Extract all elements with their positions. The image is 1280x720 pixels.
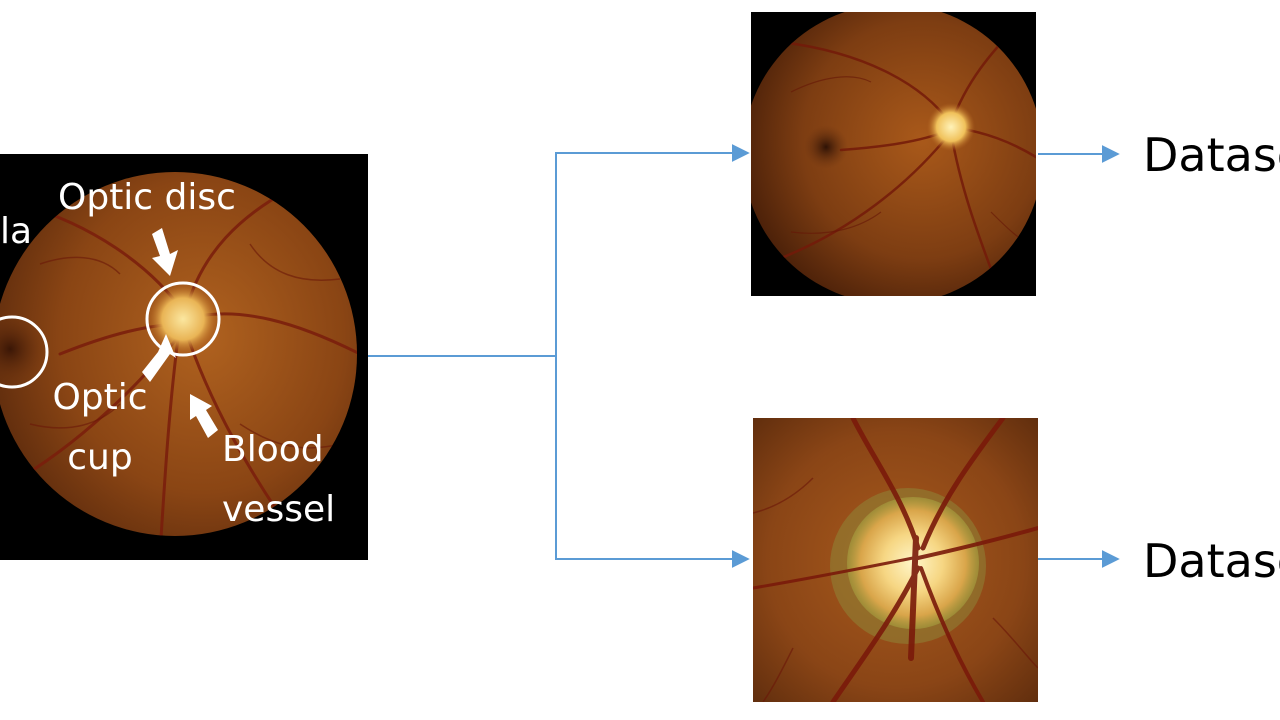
fundus-image-top — [751, 12, 1036, 296]
dataset-label-bottom: Datase — [1143, 534, 1280, 588]
main-fundus-svg — [0, 154, 368, 560]
optic-cup-label: Optic cup — [40, 380, 160, 476]
fundus-bottom-svg — [753, 418, 1038, 702]
optic-disc-label: Optic disc — [58, 177, 236, 218]
fundus-image-bottom — [753, 418, 1038, 702]
connector-branch-top — [555, 144, 750, 356]
blood-vessel-label-line2: vessel — [222, 489, 336, 530]
macula-label: la — [0, 211, 33, 252]
optic-cup-label-line2: cup — [67, 437, 133, 478]
dataset-label-top: Datase — [1143, 128, 1280, 182]
blood-vessel-label: Blood vessel — [222, 432, 335, 528]
optic-cup-label-line1: Optic — [52, 377, 148, 418]
optic-disc-marker — [145, 281, 221, 357]
macula-marker — [0, 315, 49, 389]
annotation-arrows — [142, 228, 218, 438]
main-fundus-image — [0, 154, 368, 560]
blood-vessel-label-line1: Blood — [222, 429, 324, 470]
fundus-top-svg — [751, 12, 1036, 296]
connector-branch-bottom — [555, 356, 750, 568]
